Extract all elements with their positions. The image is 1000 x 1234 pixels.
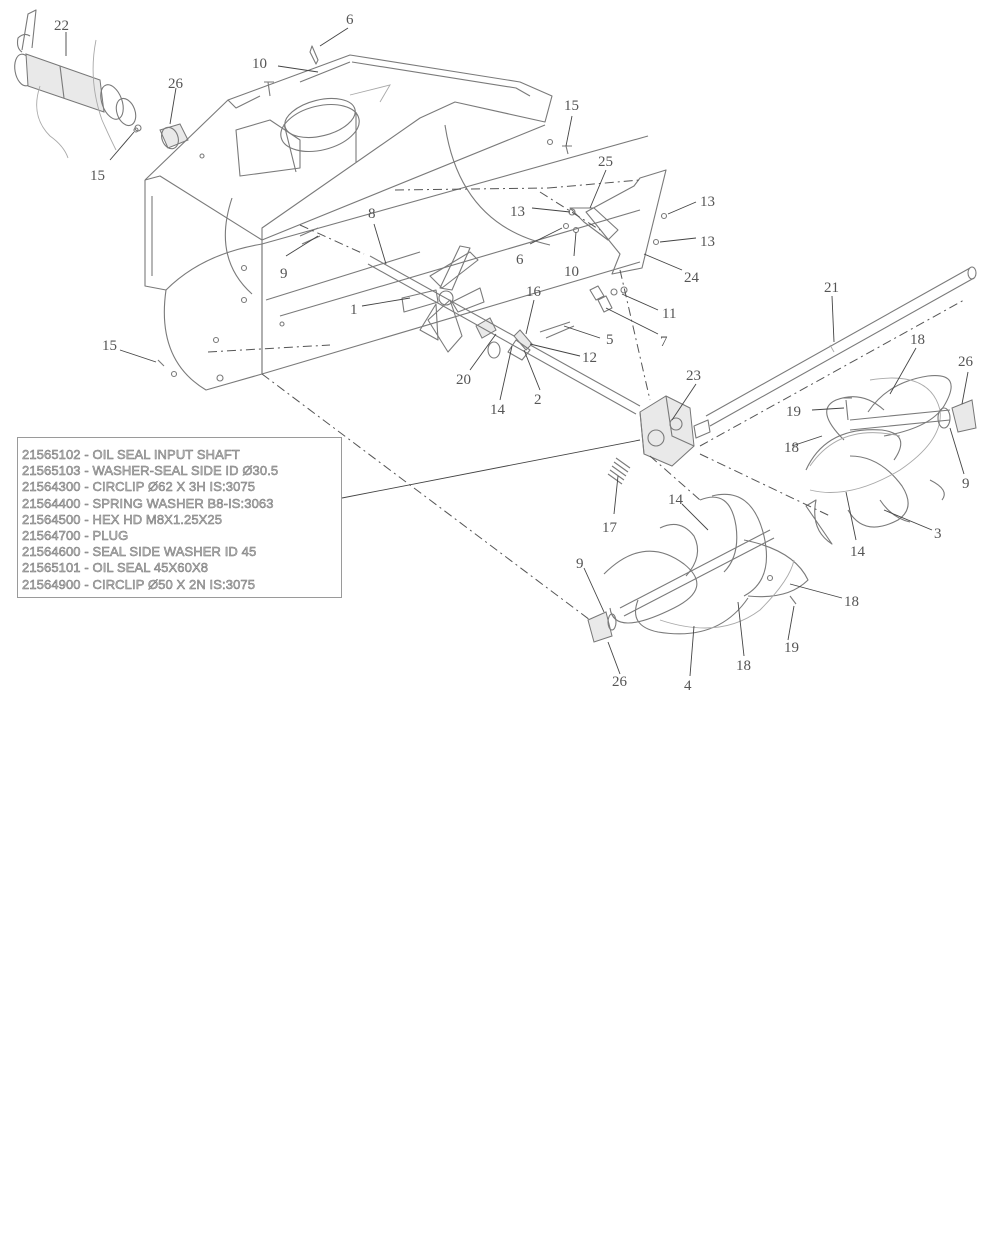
pto-driveshaft	[14, 9, 142, 159]
bolt-right	[842, 397, 852, 421]
callout-19: 19	[784, 640, 799, 656]
callout-6: 6	[516, 252, 524, 268]
callout-15: 15	[564, 98, 579, 114]
coupler-top	[159, 123, 189, 150]
blower-housing	[144, 54, 649, 391]
callout-labels: 22 6 10 26 15 15 25 13 13 13 6 10 24 8 9…	[54, 12, 974, 694]
callout-17: 17	[602, 520, 618, 536]
gearbox	[639, 395, 711, 467]
callout-15: 15	[102, 338, 117, 354]
callout-26: 26	[958, 354, 974, 370]
main-shaft	[705, 266, 977, 427]
callout-13: 13	[510, 204, 525, 220]
callout-14: 14	[850, 544, 866, 560]
impeller	[401, 245, 501, 359]
callout-3: 3	[934, 526, 942, 542]
callout-6: 6	[346, 12, 354, 28]
callout-10: 10	[252, 56, 267, 72]
callout-4: 4	[684, 678, 692, 694]
callout-9: 9	[962, 476, 970, 492]
callout-23: 23	[686, 368, 701, 384]
callout-19: 19	[786, 404, 801, 420]
assembly-centerlines	[207, 179, 965, 621]
callout-25: 25	[598, 154, 613, 170]
callout-18: 18	[736, 658, 751, 674]
callout-7: 7	[660, 334, 668, 350]
callout-18: 18	[784, 440, 799, 456]
callout-9: 9	[280, 266, 288, 282]
callout-14: 14	[668, 492, 684, 508]
parts-list-item: 21565103 - WASHER-SEAL SIDE ID Ø30.5	[22, 463, 279, 479]
deflector-bracket	[562, 169, 668, 313]
parts-list-item: 21564500 - HEX HD M8X1.25X25	[22, 511, 223, 528]
callout-5: 5	[606, 332, 614, 348]
parts-list-item: 21564700 - PLUG	[22, 528, 129, 544]
spring-pin	[607, 457, 631, 485]
parts-list-item: 21565102 - OIL SEAL INPUT SHAFT	[22, 447, 240, 463]
parts-list-item: 21564600 - SEAL SIDE WASHER ID 45	[22, 544, 257, 560]
callout-11: 11	[662, 306, 676, 322]
callout-22: 22	[54, 18, 69, 34]
parts-list-item: 21564300 - CIRCLIP Ø62 X 3H IS:3075	[22, 479, 256, 495]
auger-left	[587, 493, 809, 643]
parts-list-item: 21564900 - CIRCLIP Ø50 X 2N IS:3075	[22, 576, 256, 592]
callout-26: 26	[612, 674, 628, 690]
callout-12: 12	[582, 350, 597, 366]
leader-lines	[65, 27, 969, 677]
parts-list-item: 21565101 - OIL SEAL 45X60X8	[22, 560, 209, 576]
parts-list-item: 21564400 - SPRING WASHER B8-IS:3063	[22, 495, 274, 511]
callout-10: 10	[564, 264, 579, 280]
gearbox-parts-list: 21565102 - OIL SEAL INPUT SHAFT 21565103…	[17, 437, 342, 598]
callout-1: 1	[350, 302, 358, 318]
impeller-shaft	[299, 227, 641, 415]
callout-15: 15	[90, 168, 105, 184]
callout-8: 8	[368, 206, 376, 222]
callout-21: 21	[824, 280, 839, 296]
callout-18: 18	[910, 332, 925, 348]
small-hardware	[133, 45, 572, 378]
callout-2: 2	[534, 392, 542, 408]
callout-13: 13	[700, 194, 715, 210]
callout-26: 26	[168, 76, 184, 92]
callout-20: 20	[456, 372, 471, 388]
callout-13: 13	[700, 234, 715, 250]
callout-18: 18	[844, 594, 859, 610]
auger-right	[805, 375, 977, 545]
callout-9: 9	[576, 556, 584, 572]
callout-14: 14	[490, 402, 506, 418]
callout-24: 24	[684, 270, 700, 286]
callout-16: 16	[526, 284, 542, 300]
